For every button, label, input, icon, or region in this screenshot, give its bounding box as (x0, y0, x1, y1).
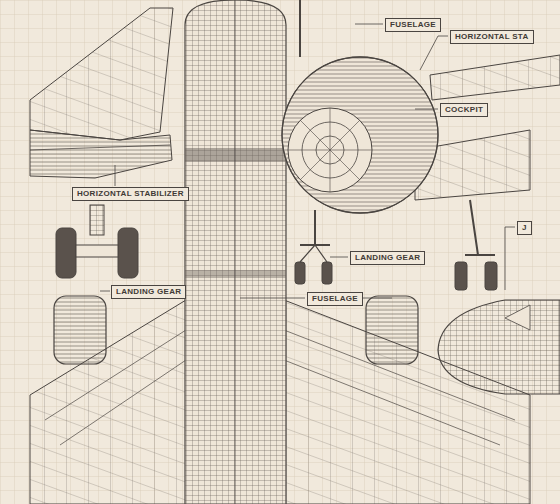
part-name: HORIZONTAL STABILIZER (72, 187, 189, 201)
leader-lines (100, 24, 515, 298)
part-name: FUSELAGE (385, 18, 441, 32)
front-view (282, 0, 560, 290)
part-name: LANDING GEAR (111, 285, 186, 299)
nose-view (438, 300, 560, 394)
part-name: FUSELAGE (307, 292, 363, 306)
landing-gear-symbol (56, 205, 138, 278)
fuselage-top-view (185, 0, 286, 504)
part-name: J (517, 221, 532, 235)
part-name: HORIZONTAL STA (450, 30, 534, 44)
engine-symbol (54, 296, 418, 364)
horizontal-stabilizer-view (30, 8, 173, 178)
part-name: COCKPIT (440, 103, 488, 117)
part-name: LANDING GEAR (350, 251, 425, 265)
